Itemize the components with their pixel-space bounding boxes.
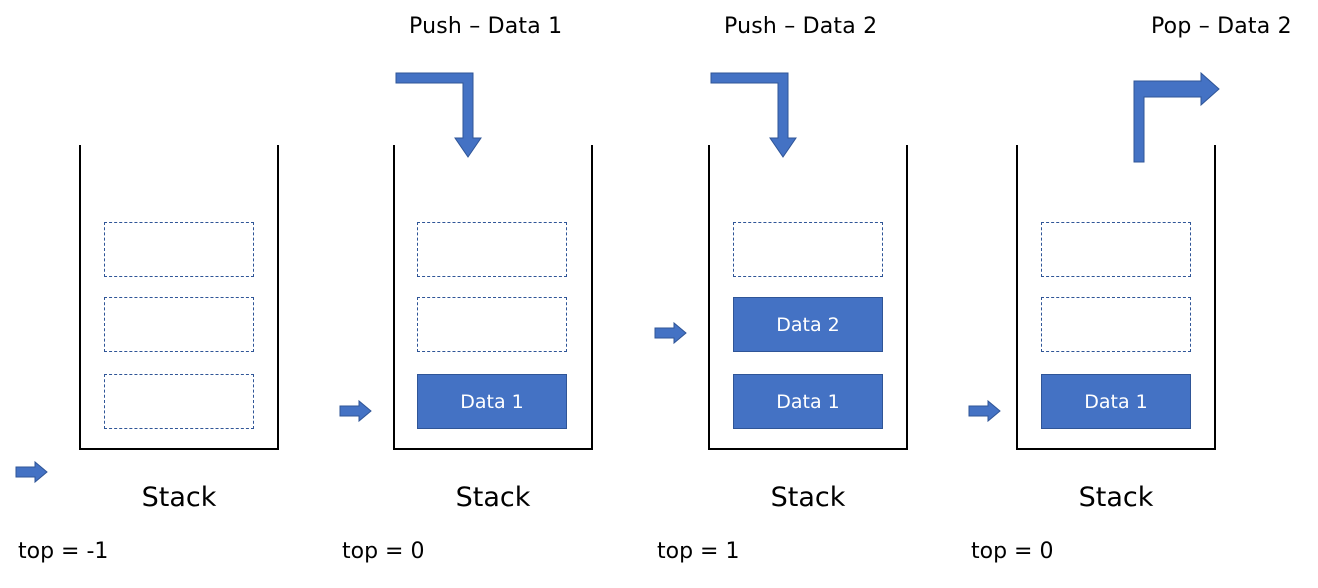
pop-arrow-icon (1133, 71, 1220, 163)
top-pointer-arrow-icon (339, 399, 372, 423)
stack-slot-top (417, 222, 567, 277)
push-arrow-icon (710, 72, 797, 158)
top-pointer-arrow-icon (654, 321, 687, 345)
stack-container: Data 1 (1016, 145, 1216, 450)
top-index-label: top = -1 (18, 539, 109, 564)
stack-slot-top (104, 222, 254, 277)
stack-label: Stack (1078, 482, 1154, 513)
top-index-label: top = 0 (971, 539, 1054, 564)
top-index-label: top = 1 (657, 539, 740, 564)
stack-slot-middle (1041, 297, 1191, 352)
stack-slot-top (1041, 222, 1191, 277)
stack-container: Data 1 (393, 145, 593, 450)
stack-slot-bottom: Data 1 (417, 374, 567, 429)
top-pointer-arrow-icon (968, 399, 1001, 423)
stack-slot-middle: Data 2 (733, 297, 883, 352)
stack-slot-middle (417, 297, 567, 352)
stack-container: Data 2 Data 1 (708, 145, 908, 450)
operation-label: Push – Data 1 (409, 14, 563, 39)
stack-slot-top (733, 222, 883, 277)
stack-label: Stack (141, 482, 217, 513)
operation-label: Push – Data 2 (724, 14, 878, 39)
stack-slot-bottom (104, 374, 254, 429)
stack-slot-middle (104, 297, 254, 352)
stack-container (79, 145, 279, 450)
top-pointer-arrow-icon (15, 460, 48, 484)
operation-label: Pop – Data 2 (1151, 14, 1292, 39)
push-arrow-icon (395, 72, 482, 158)
stack-label: Stack (455, 482, 531, 513)
top-index-label: top = 0 (342, 539, 425, 564)
stack-label: Stack (770, 482, 846, 513)
stack-slot-bottom: Data 1 (733, 374, 883, 429)
stack-slot-bottom: Data 1 (1041, 374, 1191, 429)
